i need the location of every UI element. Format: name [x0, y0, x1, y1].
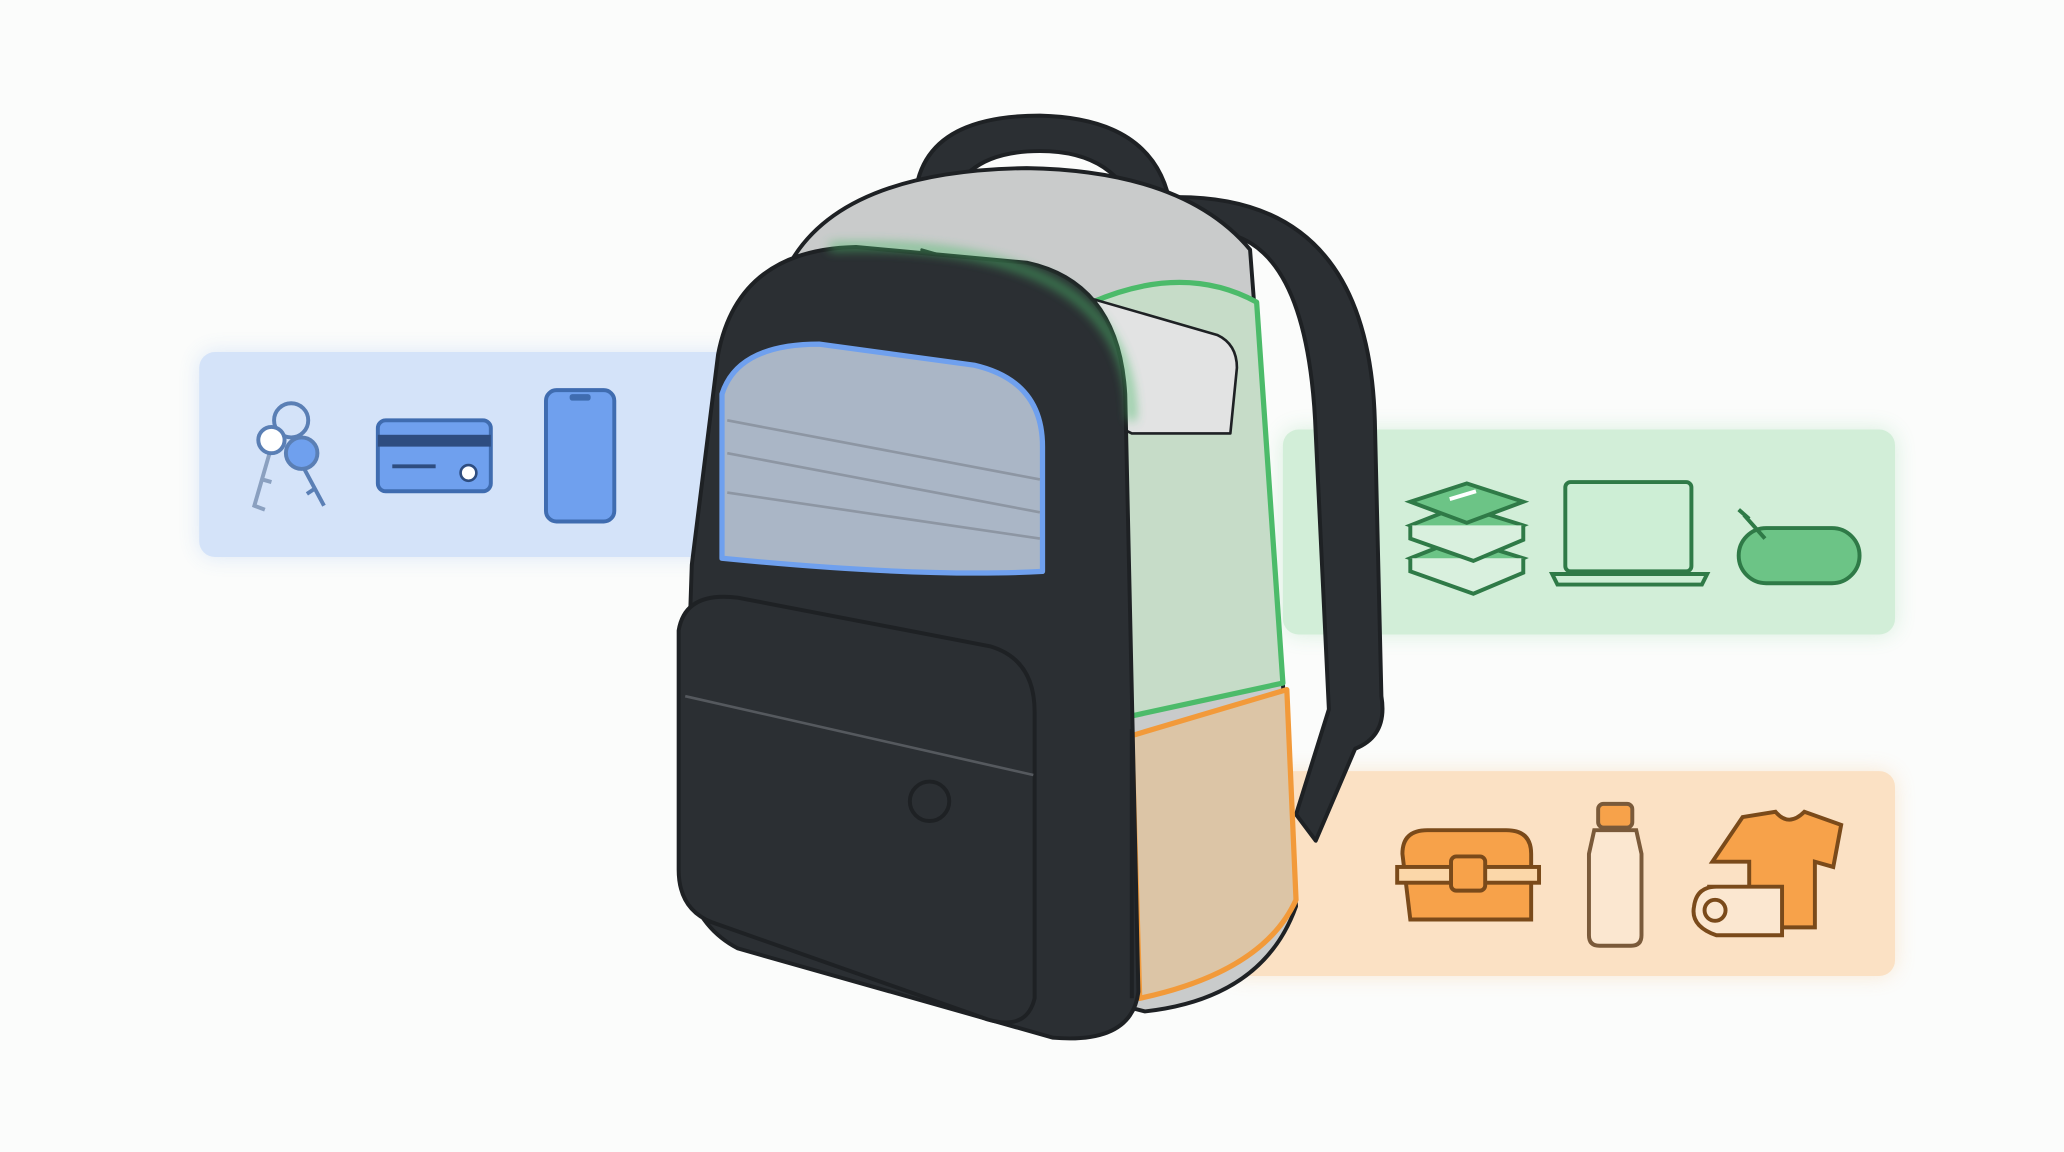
top-front-pocket [719, 341, 1046, 576]
laptop-icon [1548, 480, 1711, 587]
bottom-compartment-side [1129, 686, 1299, 1001]
lunchbox-icon [1395, 828, 1542, 922]
tshirt-towel-icon [1691, 809, 1844, 938]
shoulder-strap [1175, 195, 1385, 843]
backpack [676, 113, 1385, 1041]
pencil-case-icon [1736, 508, 1862, 586]
smartphone-icon [544, 388, 617, 524]
books-icon [1404, 481, 1530, 596]
water-bottle-icon [1586, 801, 1644, 948]
front-lower-pocket [676, 594, 1037, 1025]
credit-card-icon [375, 418, 493, 494]
keys-icon [251, 401, 326, 512]
zipper-ring [907, 779, 952, 823]
